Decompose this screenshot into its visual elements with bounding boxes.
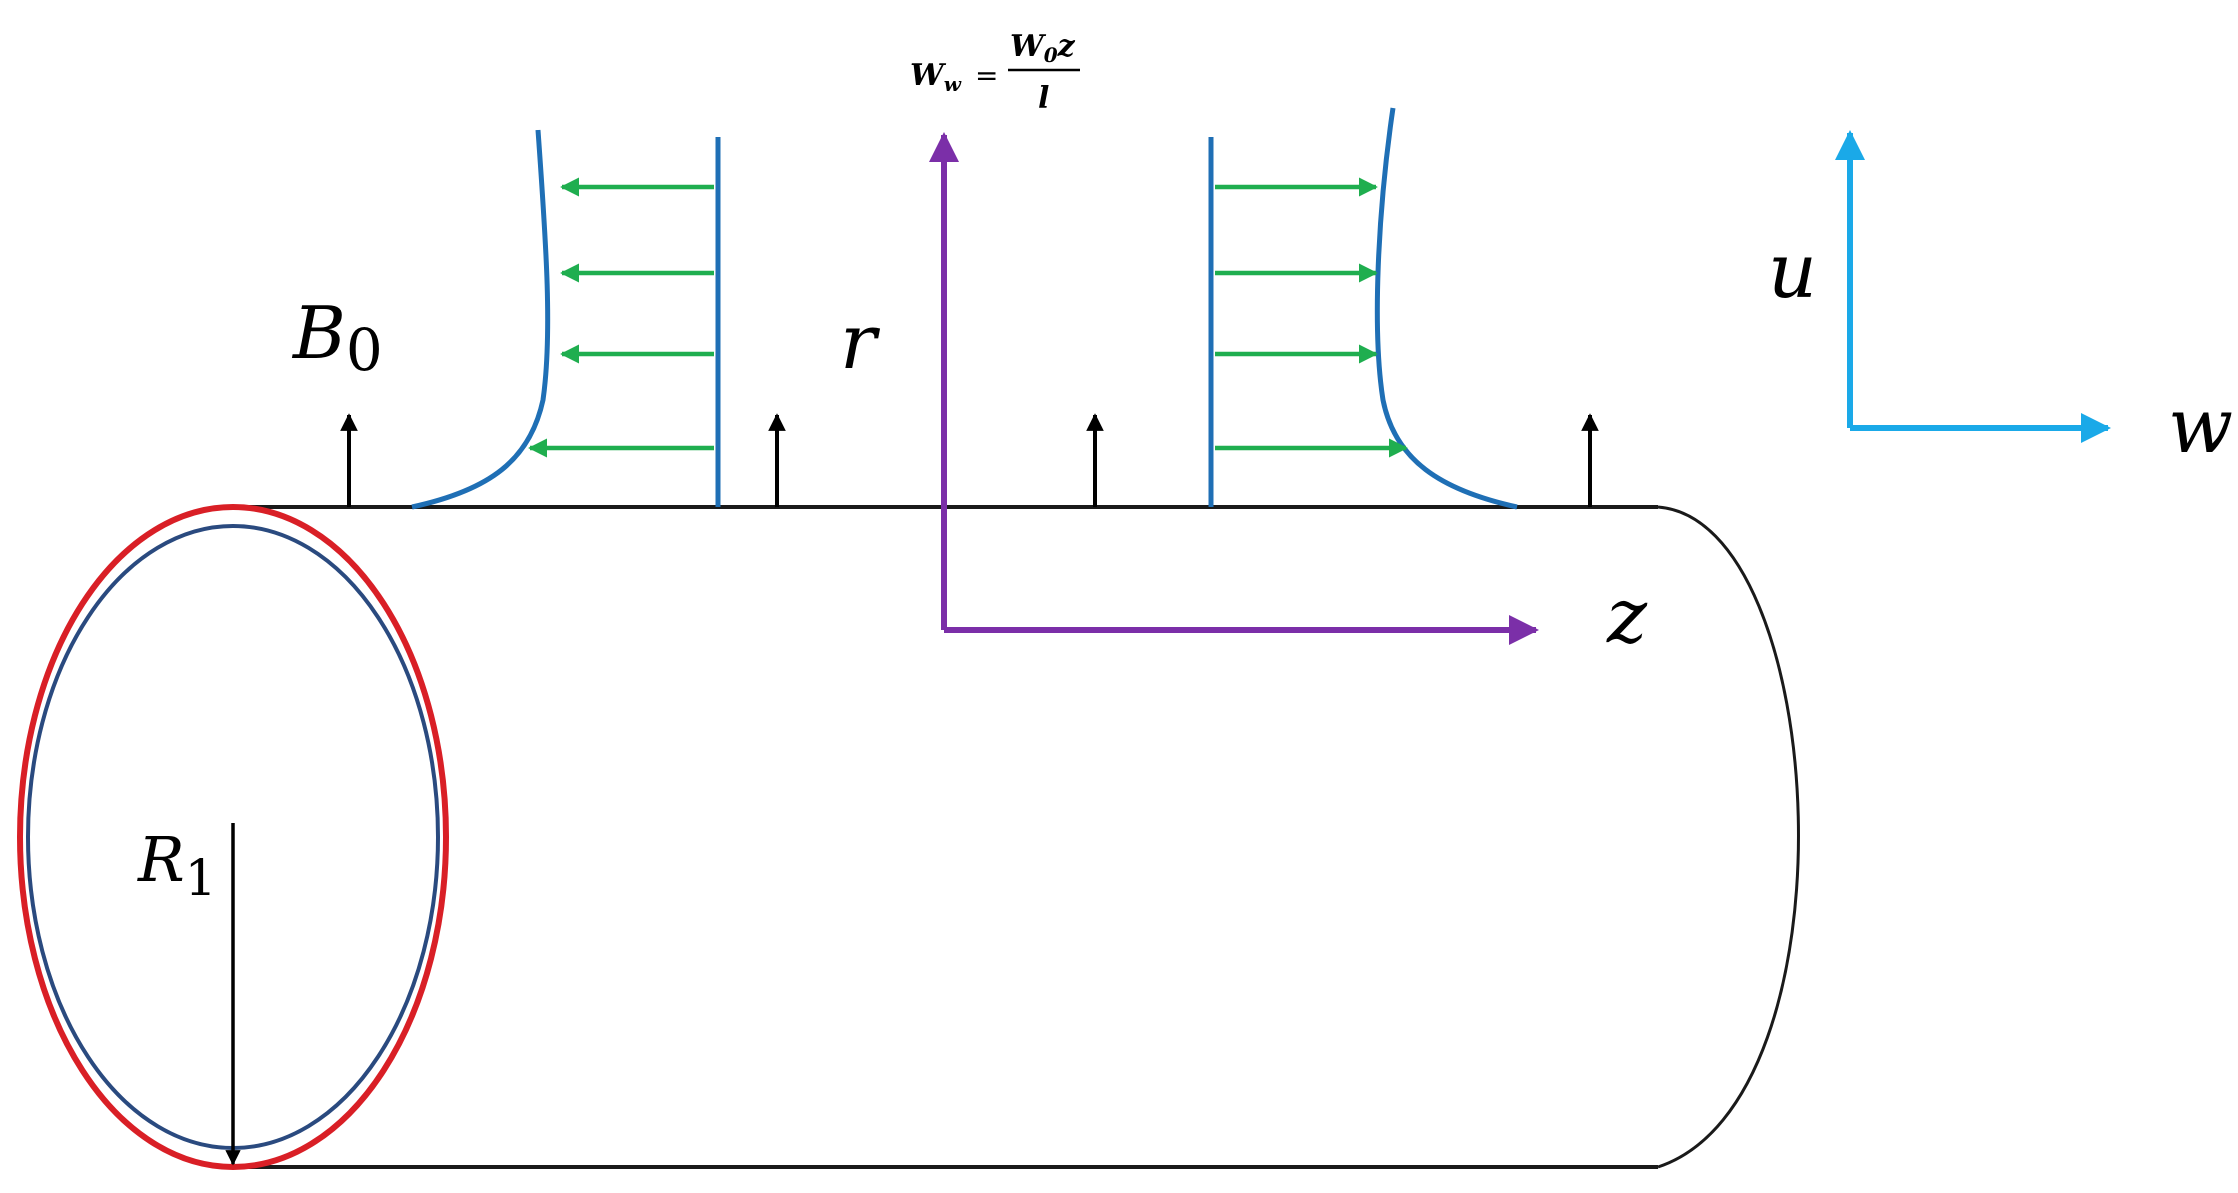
formula-lhs: Ww: [910, 58, 962, 96]
magnetic-field-arrows: [340, 413, 1599, 507]
r-axis-label: r: [840, 297, 881, 386]
left-profile-curve: [411, 129, 551, 510]
formula-numerator: W0z: [1010, 29, 1076, 67]
outer-wall-ellipse: [17, 504, 449, 1170]
formula-denominator: l: [1038, 81, 1049, 116]
pipe-end-arc: [1657, 505, 1800, 1169]
radius-label: R1: [137, 823, 217, 907]
uw-axes: [1835, 130, 2111, 443]
right-velocity-profile: [1208, 107, 1518, 510]
pipe-cylinder: [230, 505, 1800, 1169]
w-axis-label: w: [2168, 381, 2233, 470]
wall-velocity-formula: Ww = W0z l: [910, 29, 1080, 116]
right-profile-curve: [1374, 107, 1518, 510]
left-velocity-profile: [411, 129, 721, 510]
z-axis-label: z: [1606, 571, 1648, 660]
magnetic-field-label: B0: [291, 291, 383, 384]
formula-equals: =: [975, 59, 998, 92]
rz-axes: [929, 132, 1539, 645]
u-axis-label: u: [1768, 226, 1817, 315]
